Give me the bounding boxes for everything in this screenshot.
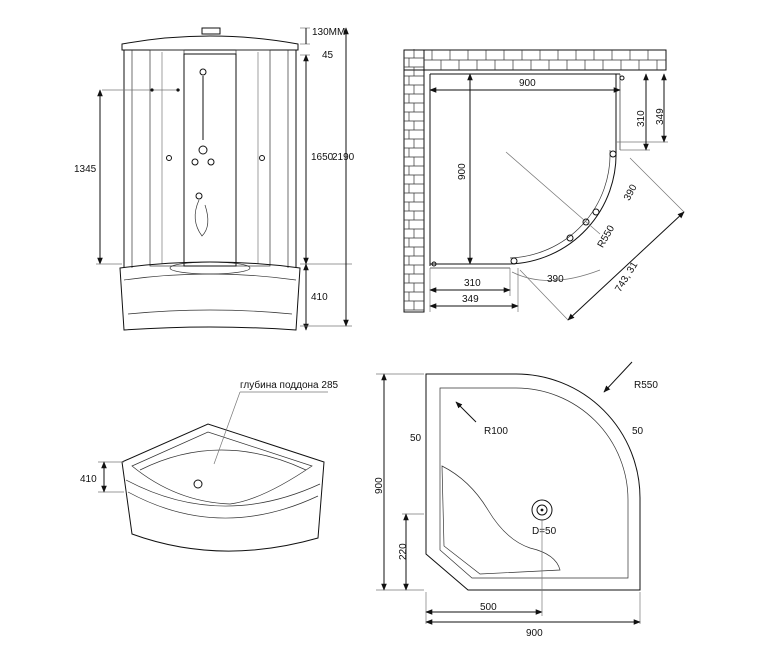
dim-50-right: 50: [632, 426, 644, 437]
dim-349-bottom: 349: [462, 294, 479, 305]
dim-390-bottom: 390: [547, 274, 564, 285]
tray-depth-label: глубина поддона 285: [240, 379, 339, 391]
tray-seat: [441, 465, 561, 575]
dim-1650: 1650: [311, 152, 334, 163]
tray-front: [119, 261, 301, 331]
dim-410-front: 410: [311, 292, 328, 303]
shower-head: [199, 68, 207, 76]
tray-body: [121, 423, 325, 552]
tray-drain-area: [169, 261, 251, 275]
tray-outline-ghost: [426, 374, 640, 590]
dim-drain: D=50: [532, 526, 557, 537]
shower-hose: [194, 199, 209, 237]
tray-drain: [193, 479, 203, 489]
dim-1345: 1345: [74, 164, 97, 175]
handle-left: [166, 155, 172, 161]
mixer-knob: [198, 145, 208, 155]
dim-r550-tray: R550: [634, 380, 658, 391]
dim-349-right: 349: [655, 108, 666, 125]
dim-900-left: 900: [457, 163, 468, 180]
dim-900-top: 900: [519, 78, 536, 89]
handle-right: [259, 155, 265, 161]
cabin-roof: [121, 35, 299, 51]
dim-310-bottom: 310: [464, 278, 481, 289]
dim-220: 220: [398, 543, 409, 560]
dim-900-bottom: 900: [526, 628, 543, 639]
dim-2190: 2190: [332, 152, 355, 163]
tray-plan-drain-inner: [536, 504, 548, 516]
back-panel: [183, 53, 237, 267]
door-arc-inner: [509, 149, 611, 259]
tray-isometric: глубина поддона 285 410: [80, 379, 339, 552]
dim-500: 500: [480, 602, 497, 613]
dim-diag: 743, 31: [613, 260, 640, 294]
front-view: 130MM 45 1345 1650 410 2190: [74, 27, 355, 331]
dim-410-tray: 410: [80, 474, 97, 485]
tray-plan: R100 R550 50 50 D=50 900 220 500 900: [374, 361, 658, 639]
dim-45: 45: [322, 50, 334, 61]
tray-basin: [131, 431, 313, 505]
roof-vent: [201, 27, 221, 35]
dim-310-right: 310: [636, 110, 647, 127]
dim-50-left: 50: [410, 433, 422, 444]
plan-view: 900 900 310 349 390 R550 743, 31 390 310…: [403, 49, 685, 321]
dim-r550: R550: [596, 223, 618, 250]
tray-outline: [425, 373, 641, 591]
tray-inner: [439, 387, 629, 579]
dim-roof-height: 130MM: [312, 27, 345, 38]
dim-390-right: 390: [622, 182, 640, 202]
dim-900-left-tray: 900: [374, 477, 385, 494]
dim-r100: R100: [484, 426, 508, 437]
